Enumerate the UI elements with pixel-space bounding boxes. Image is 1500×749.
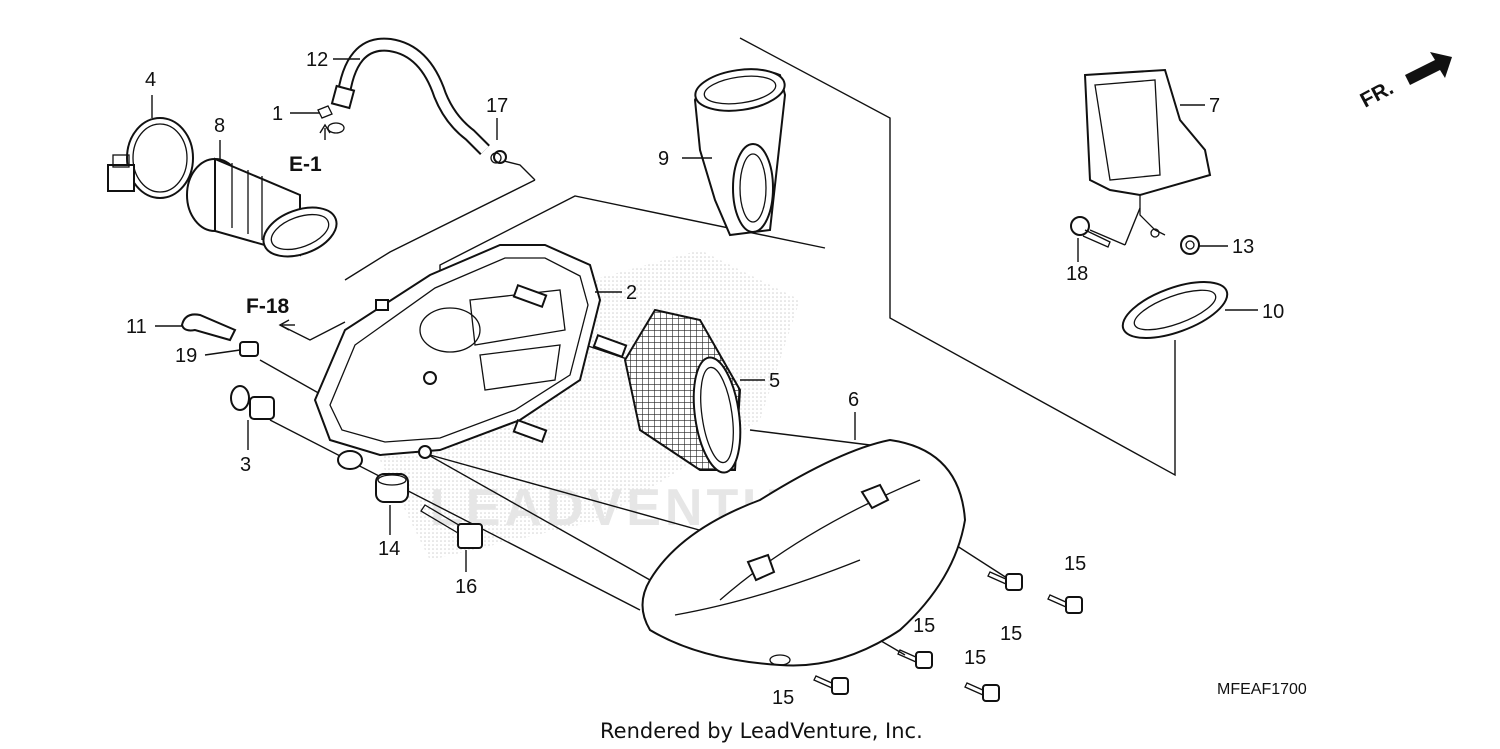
front-direction-indicator: FR. (1357, 52, 1452, 112)
diagram-code: MFEAF1700 (1217, 681, 1307, 698)
small-part-16[interactable] (420, 504, 483, 549)
bolt-15-part[interactable] (813, 571, 1083, 702)
screw-18-part[interactable] (1070, 216, 1111, 248)
ref-f18: F-18 (246, 295, 290, 318)
callout-1: 1 (272, 103, 283, 125)
clamp-part[interactable] (107, 117, 194, 199)
callout-6: 6 (848, 389, 859, 411)
callout-17: 17 (486, 95, 508, 117)
callout-19: 19 (175, 345, 197, 367)
small-part-17[interactable] (490, 152, 502, 164)
callout-15-c: 15 (913, 615, 935, 637)
seal-part[interactable] (1116, 271, 1234, 350)
callout-15-a: 15 (1064, 553, 1086, 575)
filter-element-part[interactable] (623, 308, 747, 475)
duct-part[interactable] (693, 64, 788, 237)
callout-13: 13 (1232, 236, 1254, 258)
callout-7: 7 (1209, 95, 1220, 117)
nut-13-part[interactable] (1180, 235, 1200, 255)
reference-labels: E-1 F-18 (246, 123, 331, 331)
cover-part[interactable] (641, 438, 967, 667)
callout-15-b: 15 (1000, 623, 1022, 645)
callout-12: 12 (306, 49, 328, 71)
intake-funnel-part[interactable] (1083, 68, 1212, 238)
small-part-3[interactable] (230, 385, 275, 420)
callout-15-e: 15 (772, 687, 794, 709)
fr-label: FR. (1357, 76, 1398, 112)
callout-16: 16 (455, 576, 477, 598)
callout-8: 8 (214, 115, 225, 137)
callout-14: 14 (378, 538, 400, 560)
intake-boot-part[interactable] (186, 157, 343, 266)
fr-arrow-icon (1405, 52, 1452, 85)
small-part-11[interactable] (180, 313, 237, 342)
ref-e1: E-1 (289, 153, 322, 176)
callout-15-d: 15 (964, 647, 986, 669)
breather-tube-part[interactable] (317, 37, 507, 164)
small-part-14[interactable] (375, 473, 409, 503)
air-cleaner-case-part[interactable] (313, 244, 628, 470)
callout-labels: 4 8 12 1 17 9 7 13 18 10 11 19 3 2 5 6 1… (126, 49, 1284, 709)
callout-18: 18 (1066, 263, 1088, 285)
small-part-19[interactable] (239, 341, 259, 357)
callout-9: 9 (658, 148, 669, 170)
callout-2: 2 (626, 282, 637, 304)
credit-text: Rendered by LeadVenture, Inc. (600, 719, 923, 743)
callout-10: 10 (1262, 301, 1284, 323)
callout-3: 3 (240, 454, 251, 476)
callout-4: 4 (145, 69, 156, 91)
callout-leaders (151, 58, 1258, 572)
callout-5: 5 (769, 370, 780, 392)
callout-11: 11 (126, 316, 147, 338)
